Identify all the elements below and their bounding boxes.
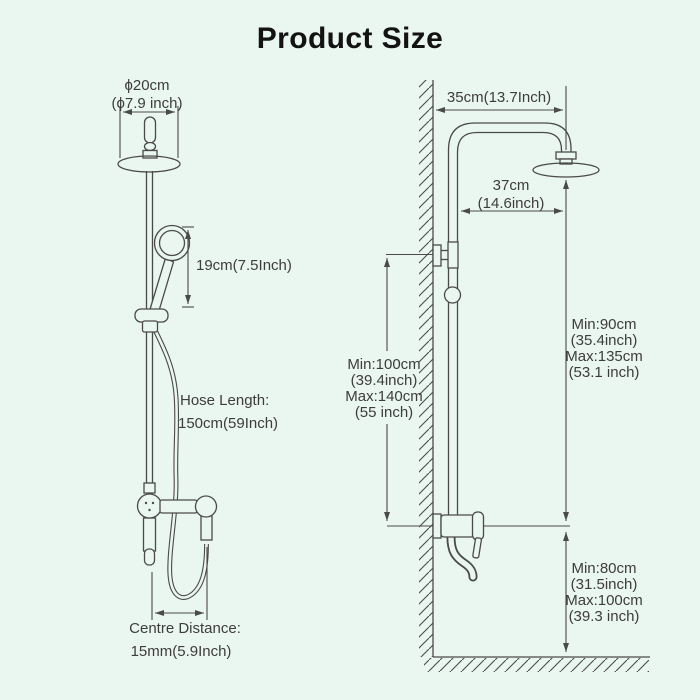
mixer-valve-left bbox=[136, 482, 218, 566]
label-riser-min: Min:100cm bbox=[347, 356, 420, 373]
label-hose-length-value: 150cm(59Inch) bbox=[178, 415, 278, 432]
left-diagram: ϕ20cm (ϕ7.9 inch) bbox=[112, 77, 292, 660]
wall-bracket bbox=[386, 241, 459, 269]
dimension-handheld-length: 19cm(7.5Inch) bbox=[182, 226, 292, 308]
riser-pipe-right bbox=[447, 122, 572, 516]
label-head-offset-inch: (14.6inch) bbox=[478, 195, 545, 212]
label-centre-distance-title: Centre Distance: bbox=[129, 620, 241, 637]
dimension-valve-height: Min:80cm (31.5inch) Max:100cm (39.3 inch… bbox=[563, 532, 643, 652]
wall bbox=[419, 80, 434, 657]
rain-shower-head-right bbox=[532, 151, 600, 178]
label-centre-distance-value: 15mm(5.9Inch) bbox=[131, 643, 232, 660]
label-valve-min-inch: (31.5inch) bbox=[571, 576, 638, 593]
floor bbox=[424, 656, 650, 672]
mixer-valve-right bbox=[432, 511, 485, 582]
label-riser-min-inch: (39.4inch) bbox=[351, 372, 418, 389]
label-head-offset-cm: 37cm bbox=[493, 177, 530, 194]
label-valve-max: Max:100cm bbox=[565, 592, 643, 609]
dimension-head-height: Min:90cm (35.4inch) Max:135cm (53.1 inch… bbox=[563, 180, 643, 521]
label-handheld-length: 19cm(7.5Inch) bbox=[196, 257, 292, 274]
rain-shower-head-left bbox=[117, 116, 181, 173]
label-valve-min: Min:80cm bbox=[571, 560, 636, 577]
handheld-shower bbox=[134, 224, 191, 333]
dimension-arm-length: 35cm(13.7Inch) bbox=[436, 89, 563, 113]
label-riser-max-inch: (55 inch) bbox=[355, 404, 413, 421]
diverter-knob bbox=[443, 286, 462, 304]
shower-hose bbox=[150, 324, 209, 600]
label-hose-length-title: Hose Length: bbox=[180, 392, 269, 409]
right-diagram: 35cm(13.7Inch) 37cm (14.6inch) bbox=[345, 80, 650, 672]
label-head-max: Max:135cm bbox=[565, 348, 643, 365]
dimension-head-offset: 37cm (14.6inch) bbox=[461, 177, 563, 214]
label-valve-max-inch: (39.3 inch) bbox=[569, 608, 640, 625]
label-head-diameter-inch: (ϕ7.9 inch) bbox=[112, 95, 183, 112]
page-title: Product Size bbox=[256, 22, 444, 55]
dimension-riser-height: Min:100cm (39.4inch) Max:140cm (55 inch) bbox=[345, 258, 423, 521]
dimension-head-diameter: ϕ20cm (ϕ7.9 inch) bbox=[112, 77, 183, 158]
label-head-max-inch: (53.1 inch) bbox=[569, 364, 640, 381]
label-head-min-inch: (35.4inch) bbox=[571, 332, 638, 349]
label-head-min: Min:90cm bbox=[571, 316, 636, 333]
label-head-diameter-cm: ϕ20cm bbox=[124, 77, 169, 94]
dimension-centre-distance: Centre Distance: 15mm(5.9Inch) bbox=[129, 547, 241, 660]
label-riser-max: Max:140cm bbox=[345, 388, 423, 405]
label-arm-length: 35cm(13.7Inch) bbox=[447, 89, 551, 106]
